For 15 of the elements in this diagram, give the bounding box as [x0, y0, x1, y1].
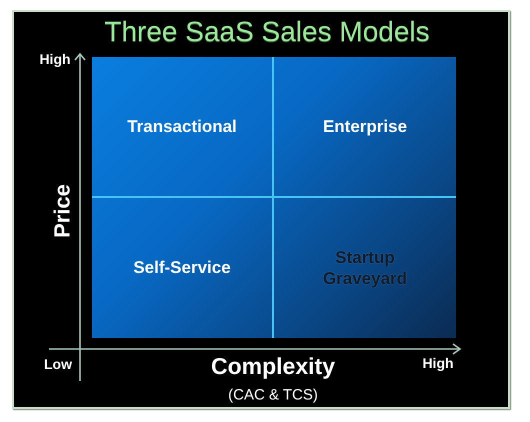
quadrant-label: Enterprise [322, 116, 408, 138]
chart-title: Three SaaS Sales Models [104, 16, 430, 48]
axis-title: Complexity [211, 352, 335, 380]
quadrant-label: Self-Service [133, 257, 231, 279]
quadrant-label: Startup Graveyard [322, 246, 408, 290]
quadrant-panel [92, 57, 274, 198]
quadrant-panel [274, 198, 456, 338]
axis-end-label: High [422, 354, 454, 372]
axis-end-label: High [39, 50, 71, 68]
quadrant-label: Transactional [127, 116, 237, 138]
quadrant-panel [92, 198, 274, 338]
quadrant-panel [274, 57, 456, 198]
axis-title: Price [49, 184, 75, 238]
axis-origin-label: Low [44, 356, 72, 372]
axis-subtitle: (CAC & TCS) [228, 386, 318, 404]
